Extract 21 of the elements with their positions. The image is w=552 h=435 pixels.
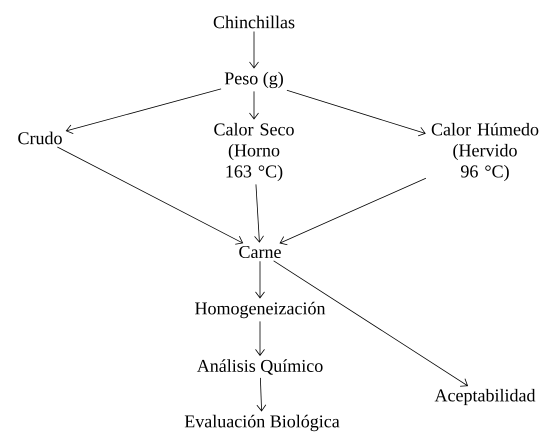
arrow bbox=[254, 184, 264, 243]
process-label: Análisis Químico bbox=[196, 359, 323, 375]
process-label: Peso (g) bbox=[224, 72, 283, 88]
process-label: Evaluación Biológica bbox=[184, 414, 340, 432]
process-label: Aceptabilidad bbox=[434, 388, 536, 406]
process-label: Calor Seco (Horno 163 °C) bbox=[214, 122, 294, 182]
arrow bbox=[256, 378, 266, 412]
arrow bbox=[66, 88, 222, 134]
process-label: Calor Húmedo (Hervido 96 °C) bbox=[432, 122, 538, 182]
arrow bbox=[56, 146, 244, 245]
process-label: Homogeneización bbox=[195, 302, 326, 318]
arrow bbox=[255, 260, 265, 299]
process-label: Chinchillas bbox=[214, 16, 294, 28]
arrow bbox=[279, 178, 426, 246]
process-label: Crudo bbox=[18, 132, 62, 144]
process-label: Carne bbox=[239, 246, 281, 258]
arrow bbox=[286, 90, 426, 136]
arrow bbox=[273, 260, 468, 387]
arrow bbox=[255, 321, 265, 356]
arrow bbox=[249, 90, 259, 120]
arrow bbox=[249, 31, 259, 69]
